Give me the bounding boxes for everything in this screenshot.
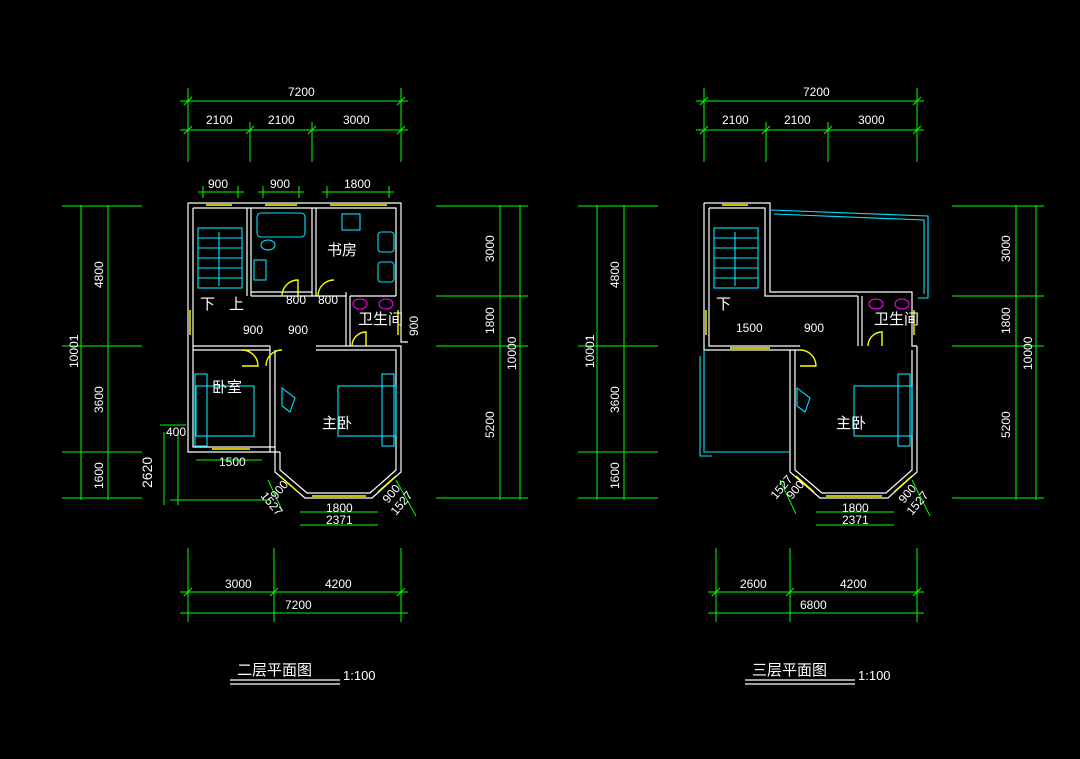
sanitary-fixtures: [352, 298, 394, 310]
dim-right-seg-3: 5200: [483, 411, 497, 438]
room-stair-up: 上: [229, 295, 244, 313]
dim-window-1: 900: [208, 177, 228, 191]
dim-extra-2620: 2620: [139, 457, 155, 488]
top-dimension-chain-3: 7200 2100 2100 3000: [696, 85, 924, 162]
dim-bay-center: 1800: [326, 501, 353, 515]
dim-left-seg-1: 4800: [92, 261, 106, 288]
dim-bottom-total: 6800: [800, 598, 827, 612]
room-stair-down: 下: [200, 295, 215, 313]
dim-window-2: 900: [270, 177, 290, 191]
floor-plan-3: 7200 2100 2100 3000 10001 4800 3600 1600…: [578, 85, 1044, 685]
dim-top-seg-1: 2100: [722, 113, 749, 127]
walls: [187, 202, 408, 499]
dim-bottom-seg-2: 4200: [325, 577, 352, 591]
left-dimension-chain: 10001 4800 3600 1600: [62, 205, 142, 500]
dim-extra-400: 400: [166, 425, 186, 439]
doors-windows-3: [705, 204, 915, 497]
room-bathroom: 卫生间: [358, 310, 403, 328]
dim-left-seg-1: 4800: [608, 261, 622, 288]
dim-right-seg-2: 1800: [999, 307, 1013, 334]
fixtures: [194, 212, 397, 447]
dim-left-seg-3: 1600: [92, 462, 106, 489]
plan-scale: 1:100: [343, 668, 376, 683]
dim-bay-width: 2371: [842, 513, 869, 527]
room-master-bedroom: 主卧: [836, 414, 866, 432]
walls-3: [699, 202, 929, 499]
dim-bottom-seg-2: 4200: [840, 577, 867, 591]
dim-top-seg-1: 2100: [206, 113, 233, 127]
dim-inner-2: 800: [318, 293, 338, 307]
dim-top-total: 7200: [803, 85, 830, 99]
dim-top-seg-2: 2100: [268, 113, 295, 127]
plan-title: 二层平面图: [237, 661, 312, 679]
dim-inner-3: 900: [243, 323, 263, 337]
floor-plan-2: 7200 2100 2100 3000 900 900 1800: [62, 85, 528, 685]
room-study: 书房: [327, 241, 357, 259]
room-bathroom: 卫生间: [874, 310, 919, 328]
dim-inner-5: 900: [407, 316, 421, 336]
dim-inner-2: 900: [804, 321, 824, 335]
room-stair-down: 下: [716, 295, 731, 313]
dim-left-seg-3: 1600: [608, 462, 622, 489]
dim-left-total: 10001: [67, 334, 81, 368]
dim-left-seg-2: 3600: [608, 386, 622, 413]
left-dimension-chain-3: 10001 4800 3600 1600: [578, 205, 658, 500]
dim-right-total: 10000: [505, 336, 519, 370]
dim-bay-width: 2371: [326, 513, 353, 527]
doors-windows: [189, 204, 399, 497]
plan-title: 三层平面图: [752, 661, 827, 679]
bottom-dimension-chain: 3000 4200 7200: [180, 548, 408, 622]
fixtures-3: [713, 227, 913, 447]
dim-extra-1500: 1500: [219, 455, 246, 469]
dim-bay-center: 1800: [842, 501, 869, 515]
dim-top-total: 7200: [288, 85, 315, 99]
plan-scale: 1:100: [858, 668, 891, 683]
sanitary-fixtures-3: [868, 298, 910, 310]
dim-right-seg-3: 5200: [999, 411, 1013, 438]
dim-bottom-seg-1: 3000: [225, 577, 252, 591]
dim-right-seg-1: 3000: [999, 235, 1013, 262]
dim-right-seg-1: 3000: [483, 235, 497, 262]
dim-inner-4: 900: [288, 323, 308, 337]
dim-inner-1: 800: [286, 293, 306, 307]
dim-right-total: 10000: [1021, 336, 1035, 370]
dim-inner-1: 1500: [736, 321, 763, 335]
dim-left-total: 10001: [583, 334, 597, 368]
top-dimension-chain: 7200 2100 2100 3000: [180, 85, 408, 162]
dim-top-seg-3: 3000: [343, 113, 370, 127]
right-dimension-chain: 10000 3000 1800 5200: [436, 205, 528, 500]
dim-bottom-total: 7200: [285, 598, 312, 612]
dim-left-seg-2: 3600: [92, 386, 106, 413]
bottom-dimension-chain-3: 2600 4200 6800: [708, 548, 924, 622]
bay-dimensions: 900 1800 900 1527 1527 2371 400 2620 150…: [139, 293, 421, 527]
dim-top-seg-3: 3000: [858, 113, 885, 127]
right-dimension-chain-3: 10000 3000 1800 5200: [952, 205, 1044, 500]
dim-top-seg-2: 2100: [784, 113, 811, 127]
dim-bottom-seg-1: 2600: [740, 577, 767, 591]
room-master-bedroom: 主卧: [322, 414, 352, 432]
window-dimensions: 900 900 1800: [198, 177, 394, 198]
room-bedroom: 卧室: [212, 378, 242, 396]
dim-right-seg-2: 1800: [483, 307, 497, 334]
dim-window-3: 1800: [344, 177, 371, 191]
